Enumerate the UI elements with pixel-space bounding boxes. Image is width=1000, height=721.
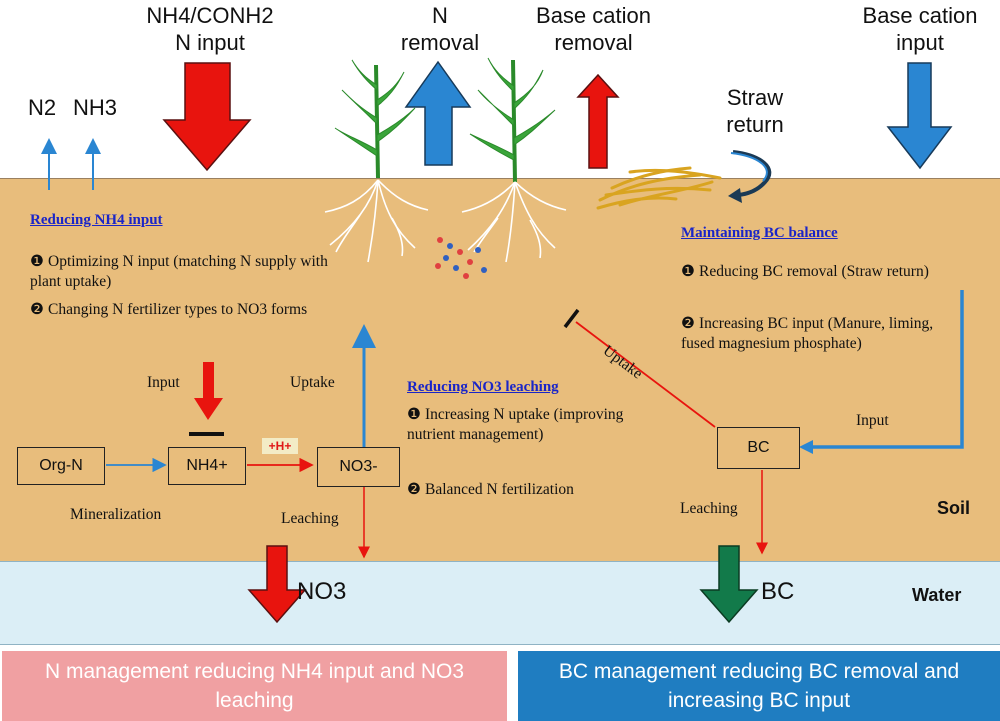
left-item-1-text: Optimizing N input (matching N supply wi… bbox=[30, 253, 328, 290]
nutrient-dots bbox=[435, 237, 487, 279]
uptake-left-label: Uptake bbox=[290, 374, 335, 391]
right-item-1-num: ❶ bbox=[681, 263, 695, 280]
mid-item-1-num: ❶ bbox=[407, 406, 421, 423]
bc-removal-label-line2: removal bbox=[554, 30, 633, 55]
mid-panel-heading: Reducing NO3 leaching bbox=[407, 379, 559, 395]
soil-label: Soil bbox=[937, 498, 971, 518]
bc-water-arrow bbox=[699, 545, 759, 624]
bc-removal-arrow bbox=[576, 73, 620, 169]
uptake-right-arrow bbox=[575, 321, 716, 428]
n-management-banner-text: N management reducing NH4 input and NO3 … bbox=[44, 660, 465, 712]
roots-right bbox=[461, 181, 567, 263]
input-right-label: Input bbox=[856, 412, 889, 429]
water-layer bbox=[0, 561, 1000, 645]
bc-input-label-line2: input bbox=[896, 30, 944, 55]
n-input-label: NH4/CONH2 N input bbox=[135, 2, 285, 56]
input-nh4-arrow bbox=[194, 362, 223, 420]
nh4-node: NH4+ bbox=[168, 447, 246, 485]
mid-item-2-num: ❷ bbox=[407, 481, 421, 498]
straw-return-label: Straw return bbox=[700, 84, 810, 138]
n-removal-arrow bbox=[404, 60, 472, 166]
water-label: Water bbox=[912, 585, 962, 605]
bc-input-arrow bbox=[886, 62, 953, 170]
bc-input-label-line1: Base cation bbox=[862, 3, 978, 28]
straw-return-label-line2: return bbox=[726, 112, 784, 137]
left-item-2-text: Changing N fertilizer types to NO3 forms bbox=[48, 301, 308, 318]
n-removal-label-line2: removal bbox=[400, 30, 480, 55]
no3-water-label: NO3 bbox=[297, 578, 347, 605]
n-input-arrow bbox=[162, 62, 252, 172]
n-management-banner: N management reducing NH4 input and NO3 … bbox=[2, 651, 507, 721]
straw-pieces bbox=[596, 166, 722, 210]
uptake-right-block bbox=[563, 308, 580, 329]
no3-water-arrow bbox=[247, 545, 307, 624]
plant-right bbox=[469, 57, 556, 183]
bc-node: BC bbox=[717, 427, 800, 469]
bc-removal-label-line1: Base cation bbox=[536, 3, 651, 28]
input-right-arrow bbox=[810, 290, 964, 449]
right-item-2-text: Increasing BC input (Manure, liming, fus… bbox=[681, 315, 934, 352]
straw-return-curved-arrow bbox=[732, 150, 772, 197]
n-input-label-line1: NH4/CONH2 bbox=[146, 3, 274, 28]
roots-left bbox=[324, 179, 429, 263]
right-panel-heading: Maintaining BC balance bbox=[681, 225, 838, 241]
straw-return-label-line1: Straw bbox=[726, 85, 784, 110]
mineralization-label: Mineralization bbox=[70, 506, 162, 523]
mid-item-2-text: Balanced N fertilization bbox=[425, 481, 574, 498]
bc-removal-label: Base cation removal bbox=[526, 2, 661, 56]
right-item-1-text: Reducing BC removal (Straw return) bbox=[699, 263, 929, 280]
org-n-node: Org-N bbox=[17, 447, 105, 485]
right-item-2-num: ❷ bbox=[681, 315, 695, 332]
n-input-label-line2: N input bbox=[175, 30, 245, 55]
bc-water-label: BC bbox=[761, 578, 795, 605]
left-item-1-num: ❶ bbox=[30, 253, 44, 270]
bc-management-banner-text: BC management reducing BC removal and in… bbox=[558, 660, 960, 712]
leaching-left-label: Leaching bbox=[281, 510, 339, 527]
bc-input-label: Base cation input bbox=[845, 2, 995, 56]
n2-label: N2 bbox=[28, 95, 57, 120]
left-panel-heading: Reducing NH4 input bbox=[30, 212, 163, 228]
n-removal-label: N removal bbox=[385, 2, 495, 56]
leaching-right-label: Leaching bbox=[680, 500, 738, 517]
n-removal-label-line1: N bbox=[432, 3, 448, 28]
nh3-label: NH3 bbox=[73, 95, 118, 120]
mid-item-1-text: Increasing N uptake (improving nutrient … bbox=[407, 406, 624, 443]
left-item-2-num: ❷ bbox=[30, 301, 44, 318]
input-left-label: Input bbox=[147, 374, 180, 391]
no3-node: NO3- bbox=[317, 447, 400, 487]
bc-management-banner: BC management reducing BC removal and in… bbox=[518, 651, 1000, 721]
plant-left bbox=[334, 59, 416, 179]
soil-layer bbox=[0, 178, 1000, 562]
hplus-badge: +H+ bbox=[262, 438, 298, 454]
